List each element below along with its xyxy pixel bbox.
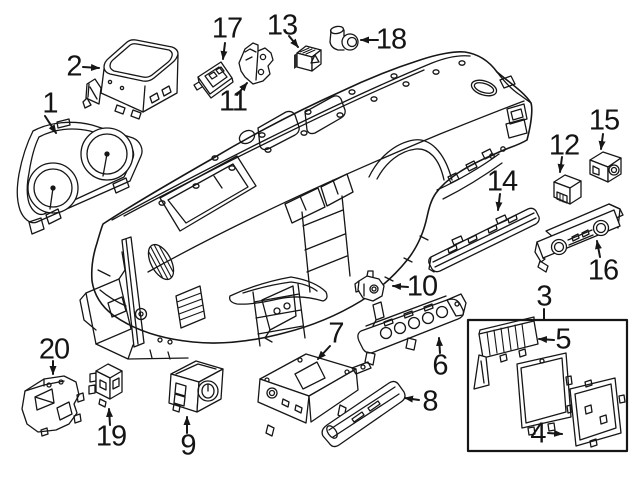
callout-label-17: 17 bbox=[211, 12, 243, 45]
part-10-clip bbox=[354, 270, 385, 302]
callout-label-14: 14 bbox=[486, 165, 518, 198]
part-6-mounting-bracket bbox=[357, 293, 467, 366]
callout-arrows bbox=[44, 35, 606, 437]
part-17-switch bbox=[193, 61, 234, 99]
part-13-hazard-switch bbox=[294, 45, 322, 72]
part-9-headlight-switch bbox=[168, 360, 224, 413]
part-3-group-box bbox=[466, 316, 629, 453]
callout-label-12: 12 bbox=[548, 129, 580, 162]
part-19-switch bbox=[88, 363, 123, 408]
part-16-climate-control bbox=[534, 203, 624, 273]
side-vent-hatched bbox=[147, 243, 175, 281]
callout-label-15: 15 bbox=[588, 104, 620, 137]
part-4-cover bbox=[566, 377, 626, 448]
part-1-instrument-cluster bbox=[16, 118, 143, 235]
cowl-clips bbox=[158, 60, 466, 206]
callout-label-3: 3 bbox=[536, 280, 552, 313]
part-18-sensor bbox=[329, 25, 359, 51]
part-11-bracket bbox=[238, 42, 274, 85]
callout-label-10: 10 bbox=[406, 270, 438, 303]
part-15-power-outlet bbox=[589, 151, 622, 183]
part-5-bracket bbox=[473, 316, 539, 390]
callout-label-7: 7 bbox=[328, 317, 344, 350]
callout-label-8: 8 bbox=[422, 385, 438, 418]
callout-label-11: 11 bbox=[218, 85, 248, 118]
callout-label-9: 9 bbox=[180, 429, 196, 462]
part-20-module bbox=[21, 375, 85, 437]
callout-label-20: 20 bbox=[38, 333, 70, 366]
callout-label-1: 1 bbox=[42, 87, 58, 120]
callout-label-19: 19 bbox=[95, 420, 127, 453]
callout-label-6: 6 bbox=[432, 349, 448, 382]
callout-label-16: 16 bbox=[587, 254, 619, 287]
part-8-trim-strip bbox=[321, 380, 406, 448]
part-14-trim-panel bbox=[428, 207, 540, 273]
part-2-display-unit bbox=[82, 39, 179, 120]
callout-label-2: 2 bbox=[66, 50, 82, 83]
part-3-display bbox=[516, 352, 573, 436]
callout-label-5: 5 bbox=[555, 323, 571, 356]
part-7-control-module bbox=[257, 353, 372, 437]
part-12-switch bbox=[553, 174, 582, 205]
callout-label-13: 13 bbox=[266, 9, 298, 42]
callout-label-18: 18 bbox=[375, 23, 407, 56]
callout-label-4: 4 bbox=[530, 417, 546, 450]
instrument-panel-body bbox=[79, 51, 533, 360]
